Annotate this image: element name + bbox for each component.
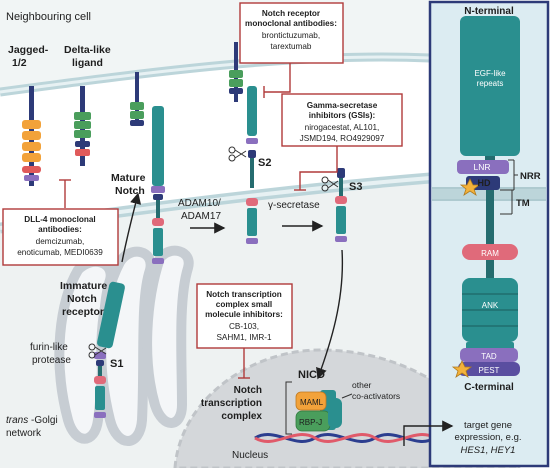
small-molecule-body-2: SAHM1, IMR-1 <box>216 333 271 342</box>
mature-notch-receptor <box>151 106 165 264</box>
target-gene-hey1: HEY1 <box>491 445 516 456</box>
receptor-antibody-body-2: tarextumab <box>271 42 312 51</box>
small-molecule-body-1: CB-103, <box>229 322 259 331</box>
s1-label: S1 <box>110 358 123 370</box>
target-gene-label-1: target gene <box>464 420 512 431</box>
egf-label-2: repeats <box>477 79 504 88</box>
complex-label-2: transcription <box>201 398 262 409</box>
small-molecule-title-1: Notch transcription <box>206 290 282 299</box>
small-molecule-title-3: molecule inhibitors: <box>205 310 283 319</box>
n-terminal-label: N-terminal <box>464 6 514 17</box>
dll4-body-2: enoticumab, MEDI0639 <box>17 248 103 257</box>
delta-label-1: Delta-like <box>64 44 111 56</box>
furin-label-2: protease <box>32 355 71 366</box>
jagged-label-1: Jagged- <box>8 44 49 56</box>
scissors-s1-icon <box>88 343 107 359</box>
egf-label-1: EGF-like <box>474 69 506 78</box>
furin-label-1: furin-like <box>30 342 68 353</box>
scissors-s3-icon <box>321 176 339 192</box>
gamma-secretase-label: γ-secretase <box>268 200 320 211</box>
adam-label-1: ADAM10/ <box>178 198 221 209</box>
receptor-antibody-body-1: brontictuzumab, <box>262 31 320 40</box>
s2-label: S2 <box>258 157 271 169</box>
brackets <box>285 381 353 435</box>
bound-ligand-left <box>130 72 144 126</box>
ram-label: RAM <box>481 249 499 258</box>
target-gene-hes1: HES1 <box>461 445 486 456</box>
mature-notch-label-2: Notch <box>115 185 145 197</box>
nicd-complex <box>295 390 342 432</box>
dll4-antibody-box: DLL-4 monoclonal antibodies: demcizumab,… <box>2 208 119 266</box>
gsi-body-1: nirogacestat, AL101, <box>305 123 380 132</box>
dll4-body-1: demcizumab, <box>36 237 85 246</box>
jagged-label-2: 1/2 <box>12 57 27 69</box>
tm-label: TM <box>516 198 530 209</box>
gsi-box: Gamma-secretase inhibitors (GSIs): nirog… <box>281 93 403 147</box>
nicd-label: NICD <box>298 369 325 381</box>
golgi-label-1: trans <box>6 415 28 426</box>
scissors-s2-icon <box>228 146 247 162</box>
lnr-label: LNR <box>473 162 490 172</box>
process-arrows <box>121 192 454 446</box>
c-terminal-label: C-terminal <box>464 382 514 393</box>
inhibitor-lines <box>59 62 338 379</box>
mutation-star-hd-icon <box>459 178 481 196</box>
gsi-title-1: Gamma-secretase <box>307 101 378 110</box>
delta-like-ligand <box>74 86 91 166</box>
dll4-title-1: DLL-4 monoclonal <box>24 215 95 224</box>
complex-label-3: complex <box>221 411 262 422</box>
target-gene-separator: , <box>485 445 490 456</box>
jagged-ligand <box>22 86 41 186</box>
target-gene-label-2: expression, e.g. <box>454 432 521 443</box>
mature-notch-label-1: Mature <box>111 172 146 184</box>
immature-notch-label-1: Immature <box>60 280 107 292</box>
delta-label-2: ligand <box>72 57 103 69</box>
complex-label-1: Notch <box>234 385 262 396</box>
s3-label: S3 <box>349 181 362 193</box>
domain-structure-panel <box>428 0 550 468</box>
nucleus-label: Nucleus <box>232 450 268 461</box>
s3-cleaved-receptor <box>335 168 347 242</box>
maml-label: MAML <box>300 398 324 407</box>
neighbouring-cell-label: Neighbouring cell <box>6 11 91 23</box>
target-gene-examples: HES1, HEY1 <box>461 445 516 456</box>
receptor-antibody-box: Notch receptor monoclonal antibodies: br… <box>239 2 344 64</box>
small-molecule-box: Notch transcription complex small molecu… <box>196 283 293 349</box>
adam-label-2: ADAM17 <box>181 211 221 222</box>
coactivators-label-1: other <box>352 380 372 390</box>
nrr-label: NRR <box>520 171 541 182</box>
coactivators-label-2: co-activators <box>352 391 400 401</box>
tad-label: TAD <box>481 352 497 361</box>
s2-cleaved-receptor <box>246 86 258 244</box>
immature-notch-label-3: receptor <box>62 306 104 318</box>
neighbouring-cell-membrane <box>0 52 431 97</box>
pest-label: PEST <box>479 366 500 375</box>
small-molecule-title-2: complex small <box>216 300 272 309</box>
gsi-title-2: inhibitors (GSIs): <box>309 111 375 120</box>
golgi-label-2: -Golgi <box>31 415 58 426</box>
rbpj-label: RBP-J <box>299 418 322 427</box>
immature-notch-label-2: Notch <box>67 293 97 305</box>
bound-ligand-center <box>229 42 243 102</box>
gsi-body-2: JSMD194, RO4929097 <box>300 134 385 143</box>
mutation-star-pest-icon <box>451 360 473 378</box>
receptor-antibody-title-2: monoclonal antibodies: <box>245 19 337 28</box>
receptor-antibody-title-1: Notch receptor <box>262 9 321 18</box>
golgi-label-3: network <box>6 428 42 439</box>
ank-label: ANK <box>482 301 499 310</box>
hd-label: HD <box>478 178 491 188</box>
dll4-title-2: antibodies: <box>38 225 82 234</box>
